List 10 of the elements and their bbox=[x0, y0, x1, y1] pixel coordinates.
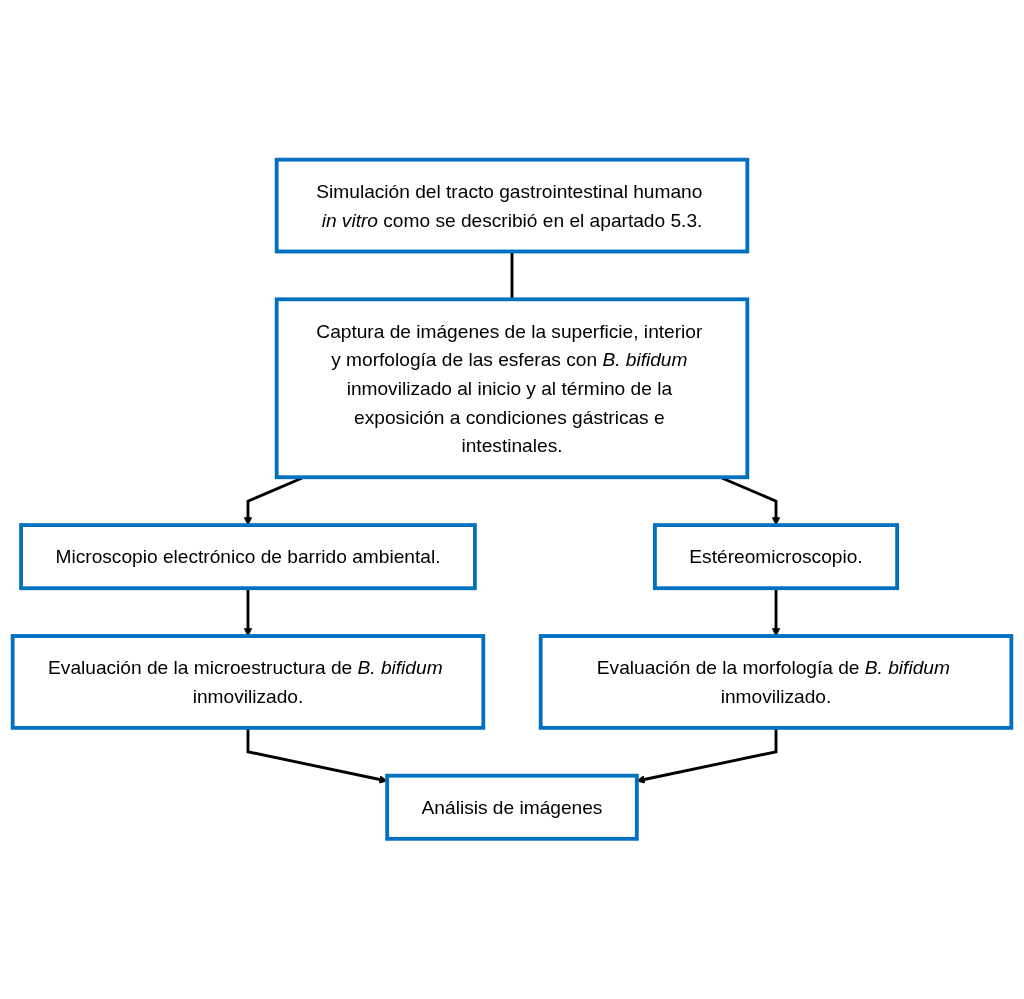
node-box: Microscopio electrónico de barrido ambiental. bbox=[19, 523, 477, 591]
arrow bbox=[771, 588, 781, 637]
node-box: Estéreomicroscopio. bbox=[653, 523, 900, 591]
node-box: Evaluación de la morfología de B. bifidum inmovilizado. bbox=[538, 634, 1014, 731]
arrow bbox=[243, 588, 253, 637]
connector bbox=[510, 251, 514, 300]
node-box: Evaluación de la microestructura de B. bifidum inmovilizado. bbox=[10, 634, 486, 731]
node-box: Captura de imágenes de la superficie, interior y morfología de las esferas con B. bifidum inmovilizado al inicio y al término de la exposición a condiciones gástricas e intestinales. bbox=[274, 297, 750, 480]
node-box: Análisis de imágenes bbox=[385, 774, 639, 841]
node-box: Simulación del tracto gastrointestinal humano in vitro como se describió en el apartado 5.3. bbox=[274, 158, 750, 254]
